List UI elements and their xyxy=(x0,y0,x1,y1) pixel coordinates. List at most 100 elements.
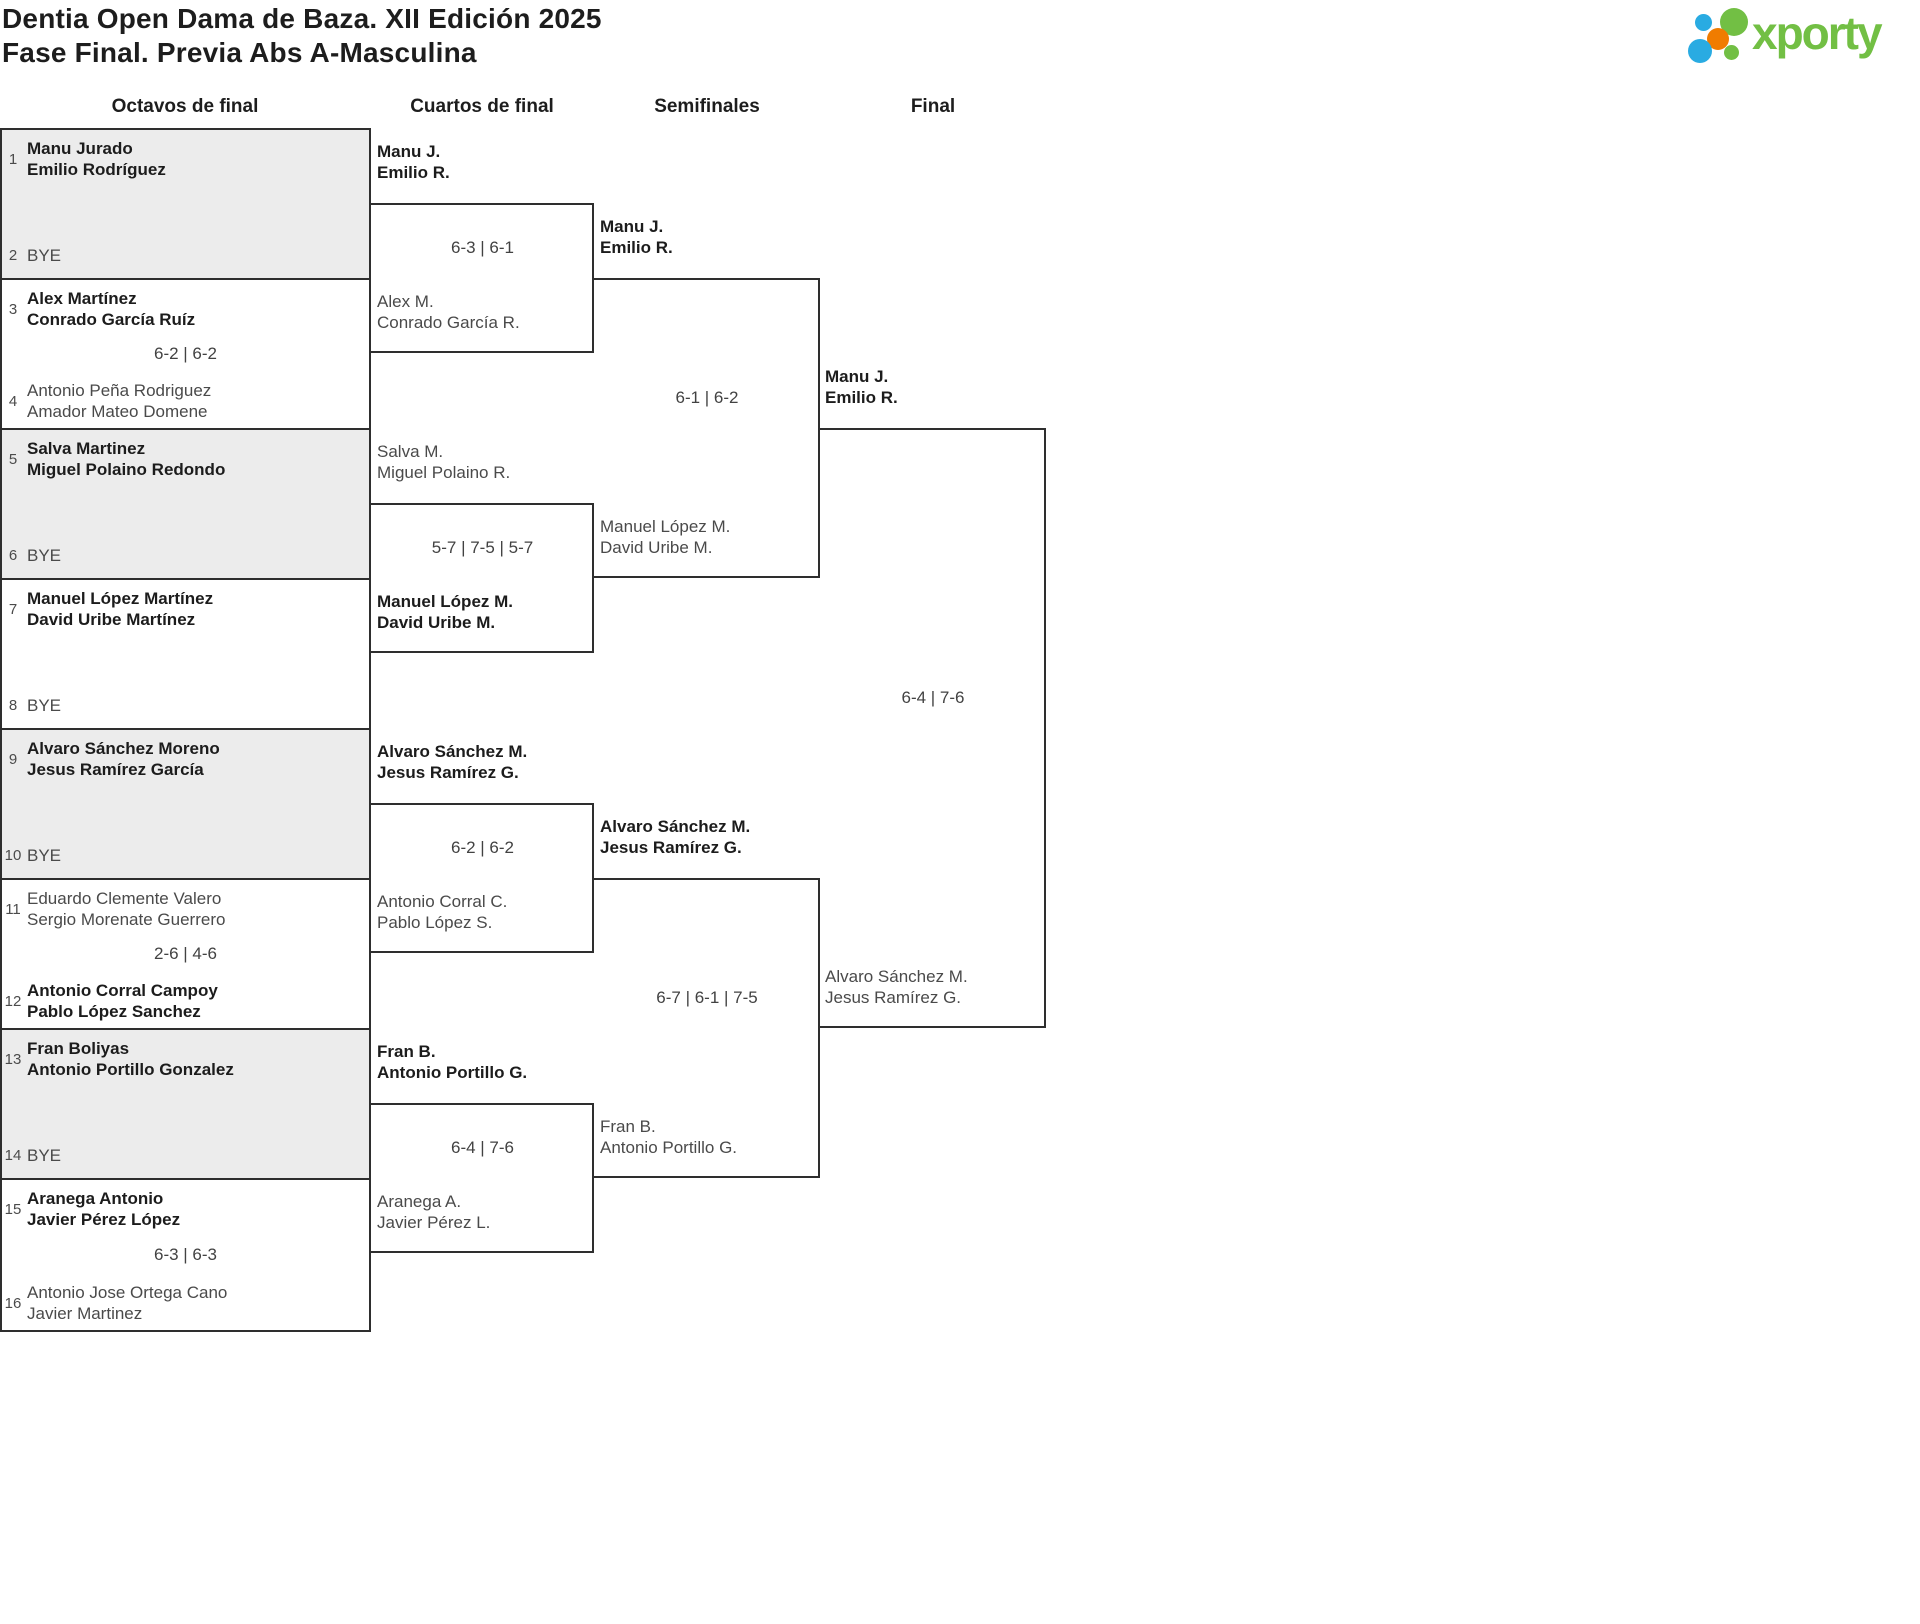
logo-dot-icon xyxy=(1707,28,1729,50)
team-name: Alvaro Sánchez Moreno Jesus Ramírez Garc… xyxy=(24,738,220,780)
team-slot: 12 Antonio Corral Campoy Pablo López San… xyxy=(2,980,369,1022)
player-name-line: Jesus Ramírez G. xyxy=(377,763,519,782)
team-name: BYE xyxy=(24,845,61,866)
octavos-column: 1 Manu Jurado Emilio Rodríguez 2 BYE 3 A… xyxy=(0,128,371,1332)
r16-match-1: 1 Manu Jurado Emilio Rodríguez 2 BYE xyxy=(2,130,369,280)
match-score: 2-6 | 4-6 xyxy=(153,944,217,963)
player-name-line: Alvaro Sánchez M. xyxy=(377,742,528,761)
seed-number: 13 xyxy=(4,1050,22,1068)
player-name-line: David Uribe Martínez xyxy=(27,610,196,629)
seed-number: 14 xyxy=(4,1147,22,1164)
player-name-line: Javier Pérez López xyxy=(27,1210,181,1229)
seed-number: 3 xyxy=(8,300,18,318)
qf2-score: 5-7 | 7-5 | 5-7 xyxy=(431,538,534,557)
player-name-line: Pablo López S. xyxy=(377,913,493,932)
player-name-line: Conrado García R. xyxy=(377,313,520,332)
r16-match-7: 13 Fran Boliyas Antonio Portillo Gonzale… xyxy=(2,1030,369,1180)
player-name-line: Emilio R. xyxy=(377,163,450,182)
phase-subtitle: Fase Final. Previa Abs A-Masculina xyxy=(2,37,477,68)
qf4-connector-box xyxy=(371,1103,594,1253)
qf4-bottom-team: Aranega A. Javier Pérez L. xyxy=(377,1191,490,1233)
qf2-connector-box xyxy=(371,503,594,653)
player-name-line: Manuel López M. xyxy=(377,592,513,611)
sf1-top-team: Manu J. Emilio R. xyxy=(600,216,673,258)
qf1-bottom-team: Alex M. Conrado García R. xyxy=(377,291,520,333)
logo-dot-icon xyxy=(1724,45,1739,60)
team-name: Antonio Peña Rodriguez Amador Mateo Dome… xyxy=(24,380,211,422)
player-name-line: Antonio Jose Ortega Cano xyxy=(27,1283,228,1302)
player-name-line: Miguel Polaino R. xyxy=(377,463,511,482)
player-name-line: Emilio R. xyxy=(600,238,673,257)
team-slot: 4 Antonio Peña Rodriguez Amador Mateo Do… xyxy=(2,380,369,422)
match-score: 6-2 | 6-2 xyxy=(153,344,217,363)
team-slot: 9 Alvaro Sánchez Moreno Jesus Ramírez Ga… xyxy=(2,738,369,780)
player-name-line: Eduardo Clemente Valero xyxy=(27,889,222,908)
player-name-line: Miguel Polaino Redondo xyxy=(27,460,226,479)
qf1-score: 6-3 | 6-1 xyxy=(450,238,514,257)
player-name-line: Salva M. xyxy=(377,442,444,461)
player-name-line: BYE xyxy=(27,846,62,865)
team-name: Antonio Jose Ortega Cano Javier Martinez xyxy=(24,1282,227,1324)
player-name-line: Alvaro Sánchez M. xyxy=(600,817,751,836)
player-name-line: Manuel López Martínez xyxy=(27,589,214,608)
tournament-title: Dentia Open Dama de Baza. XII Edición 20… xyxy=(2,3,602,34)
player-name-line: David Uribe M. xyxy=(600,538,713,557)
player-name-line: Manu Jurado xyxy=(27,139,133,158)
sf1-bottom-team: Manuel López M. David Uribe M. xyxy=(600,516,730,558)
player-name-line: Jesus Ramírez García xyxy=(27,760,204,779)
player-name-line: Antonio Portillo G. xyxy=(600,1138,738,1157)
seed-number: 16 xyxy=(4,1294,22,1312)
final-bottom-team: Alvaro Sánchez M. Jesus Ramírez G. xyxy=(825,966,968,1008)
logo-dot-icon xyxy=(1688,39,1712,63)
sf2-bottom-team: Fran B. Antonio Portillo G. xyxy=(600,1116,737,1158)
team-name: Antonio Corral Campoy Pablo López Sanche… xyxy=(24,980,218,1022)
team-slot: 3 Alex Martínez Conrado García Ruíz xyxy=(2,288,369,330)
team-name: Fran Boliyas Antonio Portillo Gonzalez xyxy=(24,1038,234,1080)
qf1-connector-box xyxy=(371,203,594,353)
team-name: Manu Jurado Emilio Rodríguez xyxy=(24,138,166,180)
team-slot: 8 BYE xyxy=(2,695,369,716)
r16-match-5: 9 Alvaro Sánchez Moreno Jesus Ramírez Ga… xyxy=(2,730,369,880)
player-name-line: BYE xyxy=(27,246,62,265)
final-score: 6-4 | 7-6 xyxy=(901,688,965,707)
r16-match-2: 3 Alex Martínez Conrado García Ruíz 6-2 … xyxy=(2,280,369,430)
qf3-score: 6-2 | 6-2 xyxy=(450,838,514,857)
r16-match-8: 15 Aranega Antonio Javier Pérez López 6-… xyxy=(2,1180,369,1330)
player-name-line: Aranega Antonio xyxy=(27,1189,164,1208)
sf2-score: 6-7 | 6-1 | 7-5 xyxy=(656,988,758,1007)
team-slot: 14 BYE xyxy=(2,1145,369,1166)
sf1-score: 6-1 | 6-2 xyxy=(675,388,739,407)
team-name: BYE xyxy=(24,695,61,716)
qf1-top-team: Manu J. Emilio R. xyxy=(377,141,450,183)
player-name-line: David Uribe M. xyxy=(377,613,496,632)
team-slot: 2 BYE xyxy=(2,245,369,266)
sf2-top-team: Alvaro Sánchez M. Jesus Ramírez G. xyxy=(600,816,750,858)
seed-number: 15 xyxy=(4,1200,22,1218)
team-slot: 10 BYE xyxy=(2,845,369,866)
seed-number: 10 xyxy=(4,847,22,864)
qf2-top-team: Salva M. Miguel Polaino R. xyxy=(377,441,510,483)
team-name: BYE xyxy=(24,545,61,566)
team-slot: 5 Salva Martinez Miguel Polaino Redondo xyxy=(2,438,369,480)
qf4-top-team: Fran B. Antonio Portillo G. xyxy=(377,1041,527,1083)
player-name-line: Aranega A. xyxy=(377,1192,462,1211)
player-name-line: Conrado García Ruíz xyxy=(27,310,196,329)
qf3-connector-box xyxy=(371,803,594,953)
team-slot: 13 Fran Boliyas Antonio Portillo Gonzale… xyxy=(2,1038,369,1080)
player-name-line: Manu J. xyxy=(600,217,664,236)
team-name: BYE xyxy=(24,245,61,266)
seed-number: 8 xyxy=(8,697,18,714)
seed-number: 5 xyxy=(8,450,18,468)
seed-number: 4 xyxy=(8,392,18,410)
logo-wordmark: xporty xyxy=(1752,7,1883,59)
player-name-line: Jesus Ramírez G. xyxy=(600,838,742,857)
seed-number: 11 xyxy=(5,900,21,918)
page-title: Dentia Open Dama de Baza. XII Edición 20… xyxy=(2,2,602,70)
team-slot: 7 Manuel López Martínez David Uribe Mart… xyxy=(2,588,369,630)
player-name-line: Jesus Ramírez G. xyxy=(825,988,962,1007)
team-slot: 15 Aranega Antonio Javier Pérez López xyxy=(2,1188,369,1230)
player-name-line: Javier Martinez xyxy=(27,1304,143,1323)
seed-number: 1 xyxy=(8,150,18,168)
player-name-line: Emilio Rodríguez xyxy=(27,160,166,179)
